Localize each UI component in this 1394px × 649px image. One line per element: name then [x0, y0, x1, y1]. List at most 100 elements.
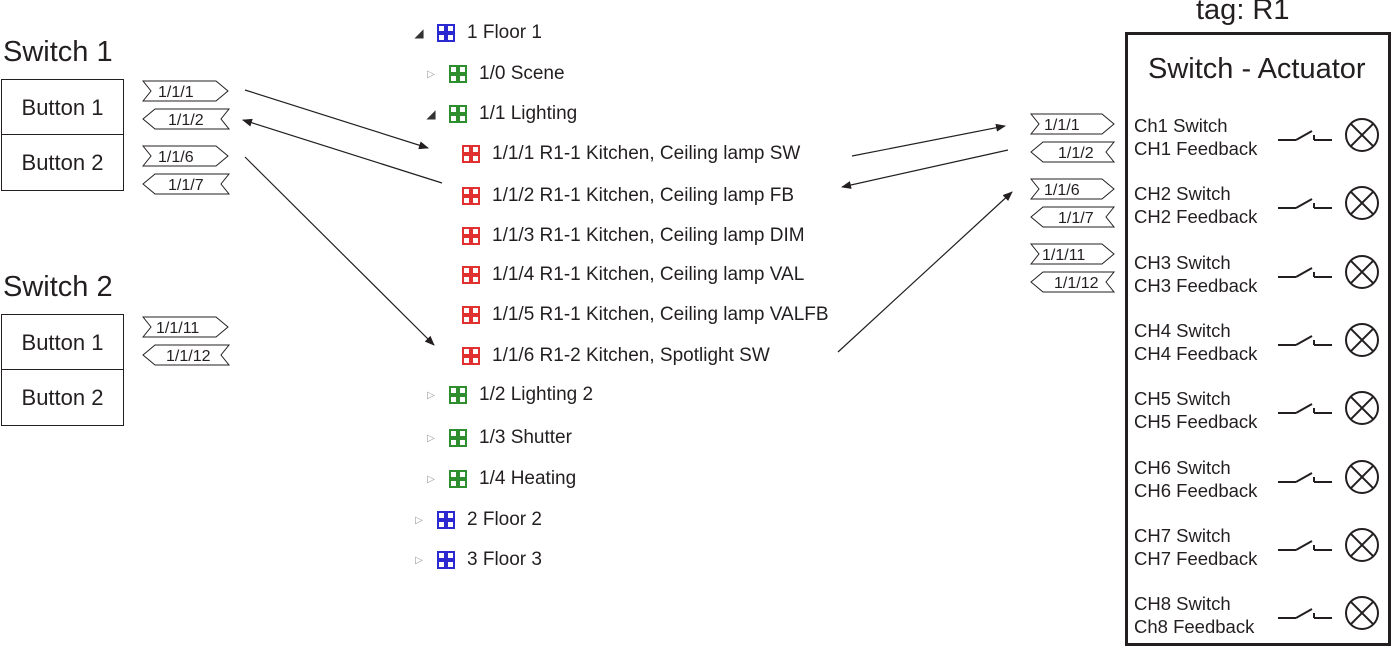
lamp-icon — [1345, 596, 1379, 631]
switch2-button2[interactable]: Button 2 — [1, 369, 124, 426]
collapsed-triangle-icon[interactable]: ▷ — [427, 389, 435, 401]
arrow-button2-to-1-1-6 — [244, 156, 435, 346]
tag-out-1-1-1: 1/1/1 — [142, 80, 229, 102]
channel-switch-label: CH2 Switch — [1134, 183, 1231, 205]
channel-feedback-label: CH3 Feedback — [1134, 274, 1258, 296]
svg-text:1/1/12: 1/1/12 — [166, 348, 211, 365]
tree-item[interactable]: 1/1/1 R1-1 Kitchen, Ceiling lamp SW — [462, 142, 800, 166]
tree-item[interactable]: 1/1/6 R1-2 Kitchen, Spotlight SW — [462, 344, 770, 368]
svg-text:1/1/11: 1/1/11 — [1042, 247, 1085, 264]
switch-contact-icon — [1278, 266, 1332, 278]
tree-item[interactable]: ▷ 1/3 Shutter — [423, 426, 572, 450]
group-icon — [449, 429, 467, 447]
address-icon — [462, 187, 480, 205]
switch-contact-icon — [1278, 198, 1332, 210]
channel-feedback-label: CH4 Feedback — [1134, 342, 1258, 364]
collapsed-triangle-icon[interactable]: ▷ — [427, 432, 435, 444]
tree-item-label: 1/1/2 R1-1 Kitchen, Ceiling lamp FB — [492, 185, 795, 206]
channel-feedback-label: CH1 Feedback — [1134, 138, 1258, 159]
actuator-tag-1-1-1: 1/1/1 — [1030, 113, 1115, 135]
actuator-tag-1-1-6: 1/1/6 — [1030, 178, 1115, 200]
switch1-title: Switch 1 — [3, 36, 113, 68]
tree-item[interactable]: ▷ 3 Floor 3 — [411, 548, 542, 572]
tree-item[interactable]: ◢ 1/1 Lighting — [423, 102, 577, 126]
group-icon — [449, 386, 467, 404]
address-icon — [462, 266, 480, 284]
tree-item[interactable]: ▷ 1/2 Lighting 2 — [423, 383, 593, 407]
address-icon — [462, 347, 480, 365]
channel-feedback-label: CH2 Feedback — [1134, 206, 1258, 228]
tree-item[interactable]: 1/1/2 R1-1 Kitchen, Ceiling lamp FB — [462, 184, 794, 208]
tree-item[interactable]: ◢1 Floor 1 — [411, 21, 542, 45]
group-icon — [449, 65, 467, 83]
switch1-button1[interactable]: Button 1 — [1, 79, 124, 136]
tag-out-1-1-11: 1/1/11 — [142, 316, 229, 338]
actuator-tag: tag: R1 — [1196, 0, 1290, 26]
collapsed-triangle-icon[interactable]: ▷ — [415, 514, 423, 526]
switch-contact-icon — [1278, 403, 1332, 415]
lamp-icon — [1345, 254, 1379, 289]
arrow-actuator-to-1-1-2 — [841, 149, 1009, 189]
svg-text:1/1/2: 1/1/2 — [168, 112, 204, 129]
floor-icon — [437, 24, 455, 42]
tree-item[interactable]: 1/1/4 R1-1 Kitchen, Ceiling lamp VAL — [462, 263, 804, 287]
address-icon — [462, 145, 480, 163]
tree-item[interactable]: 1/1/3 R1-1 Kitchen, Ceiling lamp DIM — [462, 224, 805, 248]
tag-out-1-1-6: 1/1/6 — [142, 145, 229, 167]
lamp-icon — [1345, 118, 1379, 152]
tree-item[interactable]: ▷1/4 Heating — [423, 467, 576, 491]
channel-switch-label: CH3 Switch — [1134, 251, 1231, 273]
tree-item-label: 1/1/4 R1-1 Kitchen, Ceiling lamp VAL — [492, 264, 805, 285]
collapsed-triangle-icon[interactable]: ▷ — [427, 473, 435, 485]
switch-contact-icon — [1278, 539, 1332, 551]
address-icon — [462, 227, 480, 245]
channel-switch-label: CH8 Switch — [1134, 593, 1231, 615]
tree-item-label: 3 Floor 3 — [467, 549, 542, 570]
actuator-tag-1-1-11: 1/1/11 — [1030, 243, 1115, 265]
tree-item-label: 1/1/6 R1-2 Kitchen, Spotlight SW — [492, 345, 770, 366]
tag-in-1-1-12: 1/1/12 — [142, 344, 231, 366]
switch1-button2[interactable]: Button 2 — [1, 134, 124, 191]
lamp-icon — [1345, 459, 1379, 494]
tree-item-label: 1/1/3 R1-1 Kitchen, Ceiling lamp DIM — [492, 225, 805, 246]
arrow-1-1-1-to-actuator — [851, 123, 1006, 157]
tree-item-label: 1/0 Scene — [479, 63, 565, 84]
tree-item-label: 1/3 Shutter — [479, 427, 572, 448]
tree-item-label: 1/1/5 R1-1 Kitchen, Ceiling lamp VALFB — [492, 304, 829, 325]
expanded-triangle-icon[interactable]: ◢ — [414, 26, 424, 40]
actuator-title: Switch - Actuator — [1148, 53, 1366, 85]
tree-item[interactable]: ▷ 1/0 Scene — [423, 62, 565, 86]
actuator-tag-1-1-7: 1/1/7 — [1030, 206, 1116, 228]
address-icon — [462, 306, 480, 324]
tree-item-label: 1/1 Lighting — [479, 103, 578, 124]
tag-in-1-1-7: 1/1/7 — [142, 173, 231, 195]
actuator-tag-1-1-12: 1/1/12 — [1030, 271, 1116, 293]
switch2-button1[interactable]: Button 1 — [1, 314, 124, 371]
group-icon — [449, 105, 467, 123]
switch-contact-icon — [1278, 130, 1332, 141]
switch-contact-icon — [1278, 335, 1332, 346]
collapsed-triangle-icon[interactable]: ▷ — [415, 554, 423, 566]
svg-text:1/1/2: 1/1/2 — [1058, 145, 1094, 162]
channel-feedback-label: CH7 Feedback — [1134, 547, 1258, 569]
tree-item-label: 1/2 Lighting 2 — [479, 384, 594, 405]
channel-switch-label: CH5 Switch — [1134, 388, 1231, 410]
arrow-1-1-6-to-actuator — [837, 191, 1013, 353]
tree-item[interactable]: 1/1/5 R1-1 Kitchen, Ceiling lamp VALFB — [462, 303, 829, 327]
arrow-1-1-2-to-button1 — [242, 118, 443, 184]
collapsed-triangle-icon[interactable]: ▷ — [427, 68, 435, 80]
floor-icon — [437, 511, 455, 529]
expanded-triangle-icon[interactable]: ◢ — [426, 107, 436, 121]
channel-feedback-label: Ch8 Feedback — [1134, 616, 1255, 638]
tree-item-label: 2 Floor 2 — [467, 509, 542, 530]
svg-text:1/1/7: 1/1/7 — [1058, 210, 1094, 227]
lamp-icon — [1345, 391, 1379, 426]
tree-item[interactable]: ▷ 2 Floor 2 — [411, 508, 542, 532]
